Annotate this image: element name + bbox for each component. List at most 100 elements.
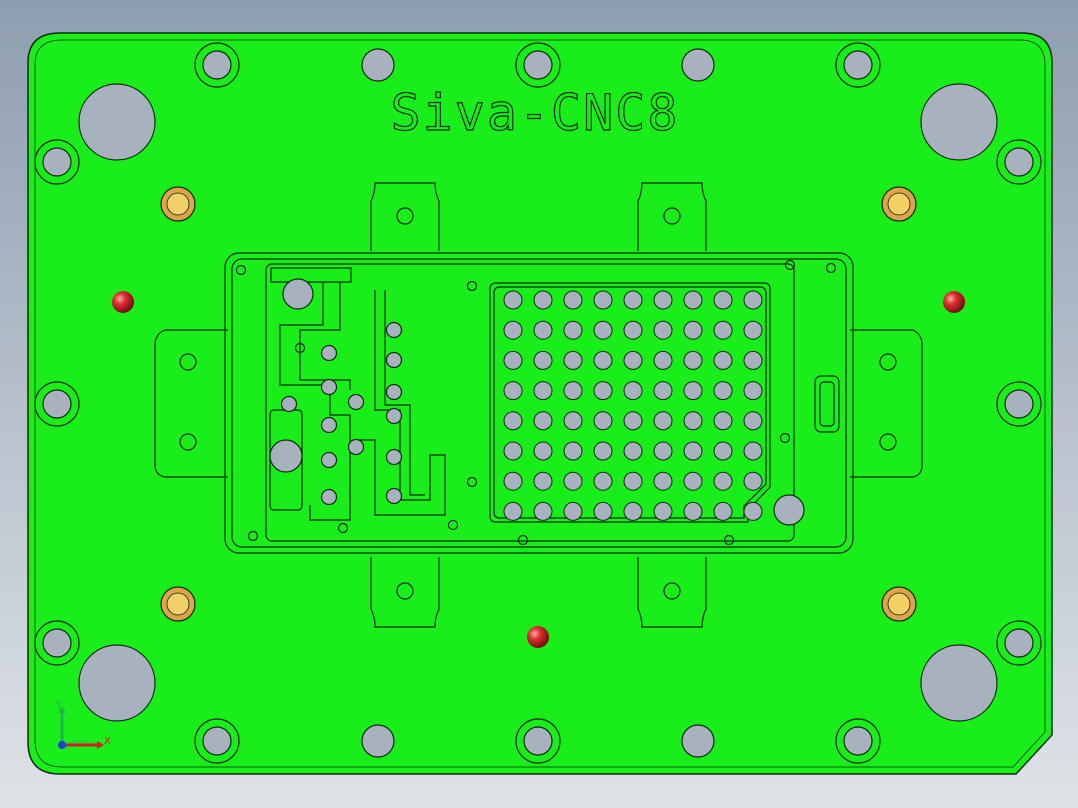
pocket-cell	[623, 381, 643, 401]
ejector-pin-hole	[282, 278, 314, 310]
cavity-outer	[224, 252, 854, 554]
screw-hole	[681, 724, 715, 758]
bolt-hole-counterbore	[515, 42, 561, 88]
pocket-cell	[743, 441, 763, 461]
pocket-cell	[623, 350, 643, 370]
pocket-cell	[563, 320, 583, 340]
bolt-hole	[843, 50, 873, 80]
pocket-cell	[713, 350, 733, 370]
pocket-cell	[713, 411, 733, 431]
small-vent	[517, 534, 529, 546]
pocket-cell	[563, 290, 583, 310]
clamp-tab-right-hole	[879, 433, 897, 451]
pocket-cell	[563, 471, 583, 491]
pocket-cell	[653, 350, 673, 370]
corner-bore-hole	[78, 644, 156, 722]
small-pin-hole	[320, 378, 338, 396]
pocket-cell	[623, 320, 643, 340]
bolt-hole-counterbore	[996, 381, 1042, 427]
small-pin-hole	[385, 448, 403, 466]
pocket-cell	[503, 411, 523, 431]
triad-y-arrow	[58, 706, 66, 713]
pocket-cell	[653, 320, 673, 340]
small-pin-hole	[385, 351, 403, 369]
ejector-pin-hole	[269, 439, 303, 473]
triad-x-label: X	[104, 736, 111, 747]
bolt-hole	[42, 389, 72, 419]
pocket-cell	[503, 320, 523, 340]
small-pin-hole	[280, 395, 298, 413]
pocket-cell	[533, 411, 553, 431]
pocket-cell	[743, 471, 763, 491]
bolt-hole	[202, 50, 232, 80]
axis-triad: X Y	[55, 700, 111, 749]
bolt-hole-counterbore	[996, 139, 1042, 185]
cavity-step	[265, 263, 795, 542]
dowel-pin	[887, 592, 911, 616]
pocket-cell	[683, 350, 703, 370]
pocket-cell	[533, 290, 553, 310]
bolt-hole	[202, 726, 232, 756]
clamp-tab-top	[370, 182, 440, 251]
pocket-cell	[533, 350, 553, 370]
clamp-tab-top	[637, 182, 707, 251]
pocket-cell	[503, 471, 523, 491]
pocket-cell	[743, 411, 763, 431]
small-pin-hole	[385, 407, 403, 425]
bolt-hole-counterbore	[835, 42, 881, 88]
pocket-cell	[563, 501, 583, 521]
pocket-cell	[713, 320, 733, 340]
clamp-tab-bottom-hole	[396, 582, 414, 600]
pocket-cell	[683, 441, 703, 461]
clamp-tab-bottom	[370, 557, 440, 628]
pocket-cell	[623, 411, 643, 431]
clamp-tab-right-hole	[879, 353, 897, 371]
pocket-cell	[563, 441, 583, 461]
small-pin-hole	[320, 488, 338, 506]
dowel-pin	[166, 592, 190, 616]
corner-bore-hole	[920, 644, 998, 722]
small-vent	[235, 264, 247, 276]
pocket-cell	[593, 350, 613, 370]
bolt-hole	[843, 726, 873, 756]
coolant-channel	[384, 290, 425, 496]
screw-hole	[361, 48, 395, 82]
pocket-cell	[593, 471, 613, 491]
clamp-tab-left-hole	[179, 433, 197, 451]
pocket-cell	[593, 381, 613, 401]
pocket-cell	[713, 501, 733, 521]
pocket-cell	[533, 441, 553, 461]
bolt-hole	[523, 726, 553, 756]
pocket-cell	[743, 501, 763, 521]
locating-ball	[943, 291, 965, 313]
pocket-cell	[713, 290, 733, 310]
clamp-tab-top-hole	[396, 207, 414, 225]
small-pin-hole	[347, 393, 365, 411]
triad-x-arrow	[97, 741, 104, 749]
locating-ball	[527, 626, 549, 648]
pocket-grid-border-inner	[493, 286, 767, 519]
bolt-hole	[523, 50, 553, 80]
pocket-cell	[653, 381, 673, 401]
pocket-cell	[743, 290, 763, 310]
clamp-tab-bottom-hole	[663, 582, 681, 600]
corner-bore-hole	[920, 83, 998, 161]
small-vent	[247, 530, 259, 542]
pocket-cell	[653, 411, 673, 431]
small-vent	[779, 432, 791, 444]
screw-hole	[681, 48, 715, 82]
bolt-hole	[1004, 389, 1034, 419]
mold-plate[interactable]	[27, 32, 1053, 775]
pocket-cell	[743, 381, 763, 401]
pocket-cell	[653, 441, 673, 461]
pocket-cell	[593, 441, 613, 461]
pocket-cell	[503, 501, 523, 521]
pocket-cell	[563, 411, 583, 431]
pocket-cell	[533, 471, 553, 491]
triad-y-label: Y	[55, 700, 63, 711]
small-pin-hole	[347, 438, 365, 456]
bolt-hole	[1004, 147, 1034, 177]
pocket-cell	[683, 501, 703, 521]
